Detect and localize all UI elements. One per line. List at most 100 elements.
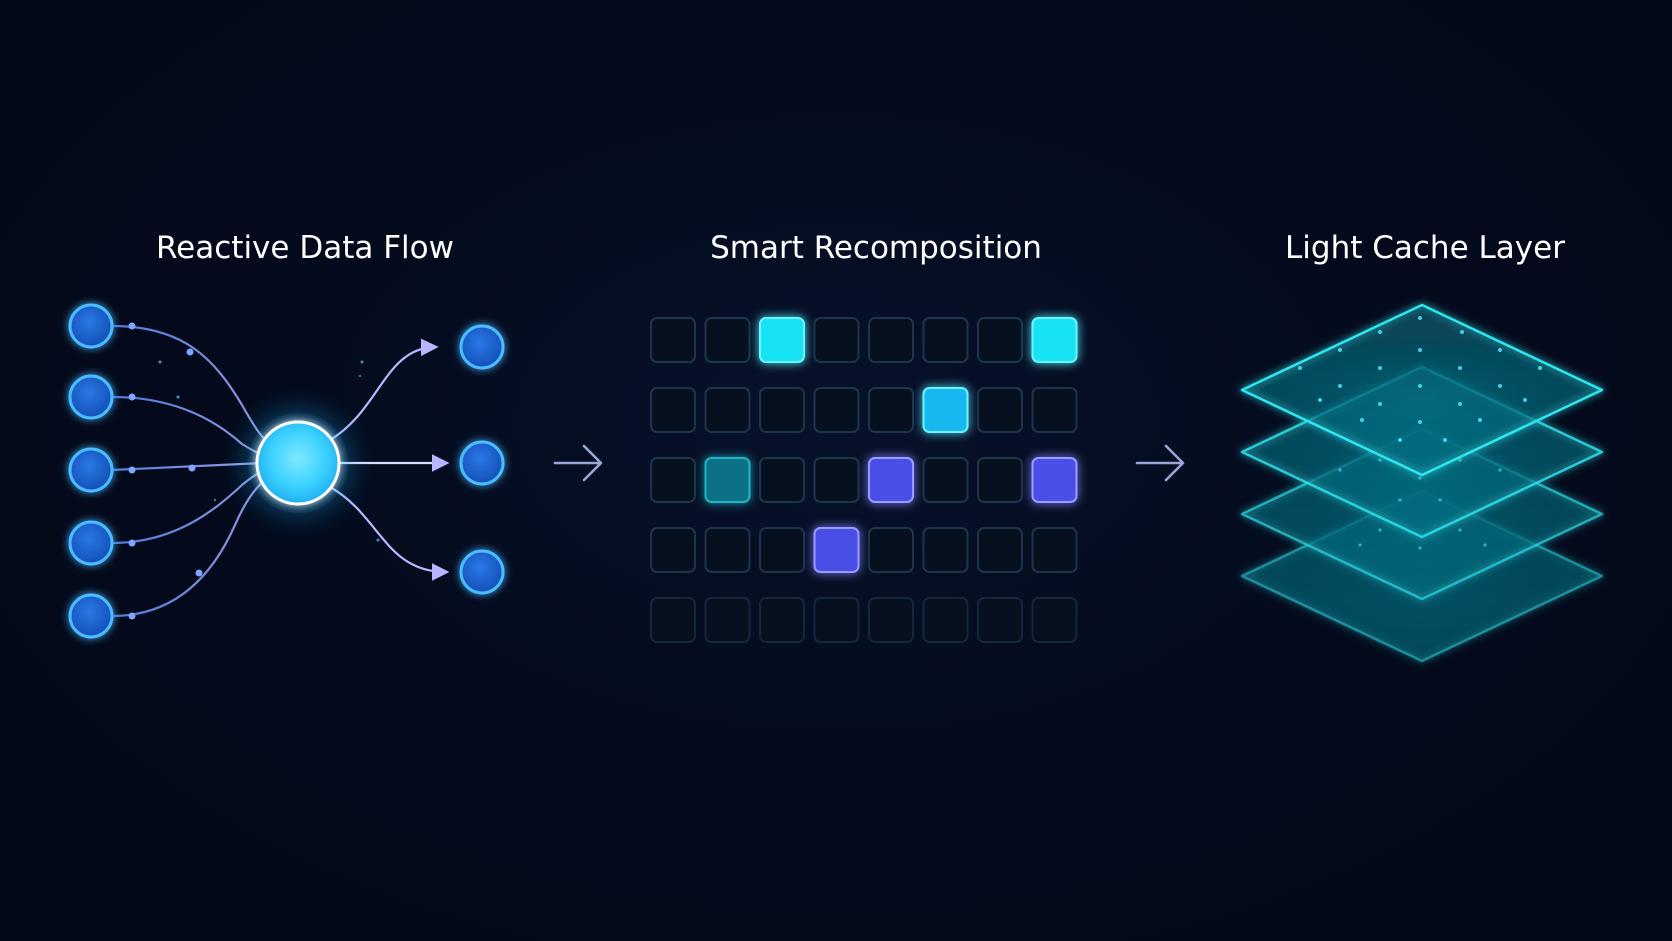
cache-particle <box>1338 468 1342 472</box>
cache-particle <box>1378 402 1382 406</box>
cache-particle <box>1418 546 1422 550</box>
recomposition-grid <box>650 317 1078 643</box>
grid-cell <box>813 457 860 503</box>
cache-layer-stack <box>1240 303 1604 663</box>
grid-cell <box>1031 527 1078 573</box>
particle <box>376 538 380 542</box>
cache-particle <box>1418 316 1422 320</box>
grid-cell-highlighted <box>759 317 805 363</box>
flow-edge-out <box>329 338 439 441</box>
reactive-data-flow-title: Reactive Data Flow <box>156 230 454 266</box>
grid-cell <box>650 597 696 643</box>
grid-cell <box>922 597 969 643</box>
grid-cell <box>1031 387 1078 433</box>
cache-particle <box>1443 438 1447 442</box>
grid-cell <box>650 527 696 573</box>
grid-cell-highlighted <box>704 457 751 503</box>
cache-particle <box>1523 398 1527 402</box>
grid-cell <box>868 387 914 433</box>
output-node <box>459 440 505 486</box>
cache-particle <box>1498 348 1502 352</box>
particle <box>358 374 362 378</box>
cache-particle <box>1458 458 1462 462</box>
cache-particle <box>1378 458 1382 462</box>
cache-particle <box>1498 384 1502 388</box>
grid-cell <box>650 317 696 363</box>
output-node <box>459 324 505 370</box>
edge-dot <box>128 393 136 401</box>
cache-particle <box>1378 366 1382 370</box>
edge-dot <box>128 612 136 620</box>
cache-particle <box>1538 366 1542 370</box>
grid-cell <box>1031 597 1078 643</box>
grid-cell <box>922 457 969 503</box>
cache-particle <box>1378 330 1382 334</box>
connector-arrow-icon <box>553 444 603 482</box>
grid-cell <box>759 597 805 643</box>
cache-particle <box>1418 476 1422 480</box>
grid-cell <box>977 317 1023 363</box>
output-node <box>459 549 505 595</box>
input-node <box>68 447 114 493</box>
edge-dot <box>128 322 136 330</box>
grid-cell <box>704 597 751 643</box>
grid-cell-highlighted <box>813 527 860 573</box>
cache-particle <box>1298 366 1302 370</box>
grid-cell-highlighted <box>1031 457 1078 503</box>
cache-particle <box>1438 498 1442 502</box>
grid-cell <box>813 317 860 363</box>
grid-cell <box>704 317 751 363</box>
grid-cell <box>868 317 914 363</box>
grid-cell-highlighted <box>922 387 969 433</box>
cache-particle <box>1338 384 1342 388</box>
cache-layer <box>1240 303 1604 477</box>
input-node <box>68 593 114 639</box>
cache-particle <box>1458 366 1462 370</box>
edge-dot <box>128 539 136 547</box>
cache-particle <box>1360 418 1364 422</box>
grid-cell <box>704 387 751 433</box>
grid-cell <box>977 527 1023 573</box>
smart-recomposition-title: Smart Recomposition <box>710 230 1042 266</box>
cache-particle <box>1478 418 1482 422</box>
cache-particle <box>1398 498 1402 502</box>
grid-cell <box>813 387 860 433</box>
grid-cell <box>650 387 696 433</box>
grid-cell <box>868 527 914 573</box>
cache-particle <box>1498 468 1502 472</box>
grid-cell <box>922 527 969 573</box>
hub-node <box>255 420 341 506</box>
grid-cell <box>977 457 1023 503</box>
grid-cell <box>650 457 696 503</box>
edge-dot <box>186 348 194 356</box>
cache-particle <box>1338 348 1342 352</box>
grid-cell <box>922 317 969 363</box>
grid-cell <box>759 527 805 573</box>
cache-particle <box>1378 528 1382 532</box>
reactive-data-flow-graph <box>68 303 505 639</box>
input-node <box>68 374 114 420</box>
cache-particle <box>1358 543 1362 547</box>
cache-particle <box>1418 420 1422 424</box>
edge-dot <box>195 569 203 577</box>
grid-cell <box>813 597 860 643</box>
cache-particle <box>1458 402 1462 406</box>
flow-edge-out <box>329 486 450 581</box>
particle <box>158 360 162 364</box>
cache-particle <box>1318 398 1322 402</box>
cache-particle <box>1418 384 1422 388</box>
input-node <box>68 303 114 349</box>
grid-cell-highlighted <box>1031 317 1078 363</box>
grid-cell <box>977 597 1023 643</box>
grid-cell <box>759 387 805 433</box>
grid-cell-highlighted <box>868 457 914 503</box>
grid-cell <box>704 527 751 573</box>
input-node <box>68 520 114 566</box>
cache-particle <box>1458 528 1462 532</box>
connector-arrow-icon <box>1135 444 1185 482</box>
edge-dot <box>128 466 136 474</box>
cache-particle <box>1398 438 1402 442</box>
grid-cell <box>868 597 914 643</box>
